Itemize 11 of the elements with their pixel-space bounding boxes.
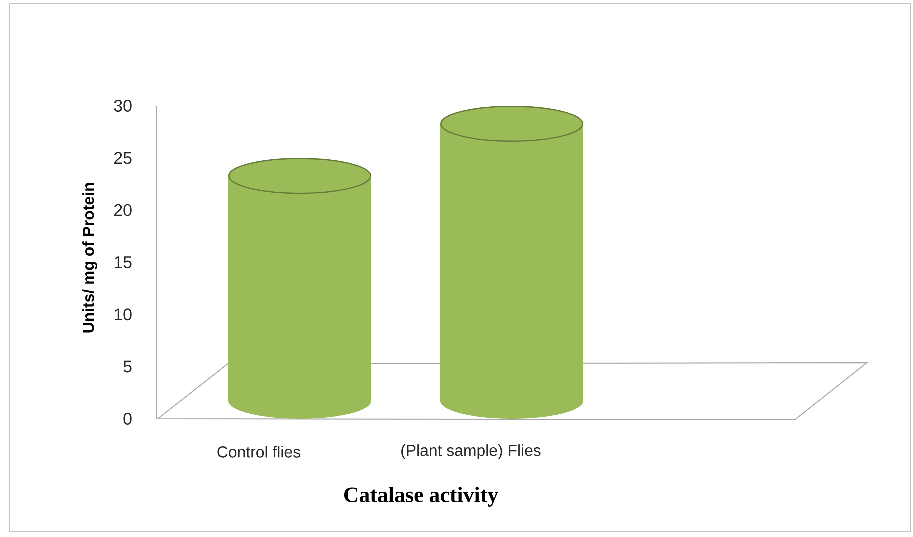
axis-title: Units/ mg of Protein xyxy=(82,183,98,333)
axis-tick-label: 20 xyxy=(114,204,132,216)
axis-tick-label: 10 xyxy=(114,308,132,321)
axis-tick-label: 25 xyxy=(114,152,132,164)
axis-tick-label: 15 xyxy=(114,256,132,268)
category-label: Control flies xyxy=(218,446,300,458)
category-label: (Plant sample) Flies xyxy=(402,444,541,460)
chart-title: Catalase activity xyxy=(344,487,498,507)
axis-tick-label: 30 xyxy=(114,100,132,112)
axis-tick-label: 5 xyxy=(124,360,132,373)
axis-tick-label: 0 xyxy=(124,413,132,425)
